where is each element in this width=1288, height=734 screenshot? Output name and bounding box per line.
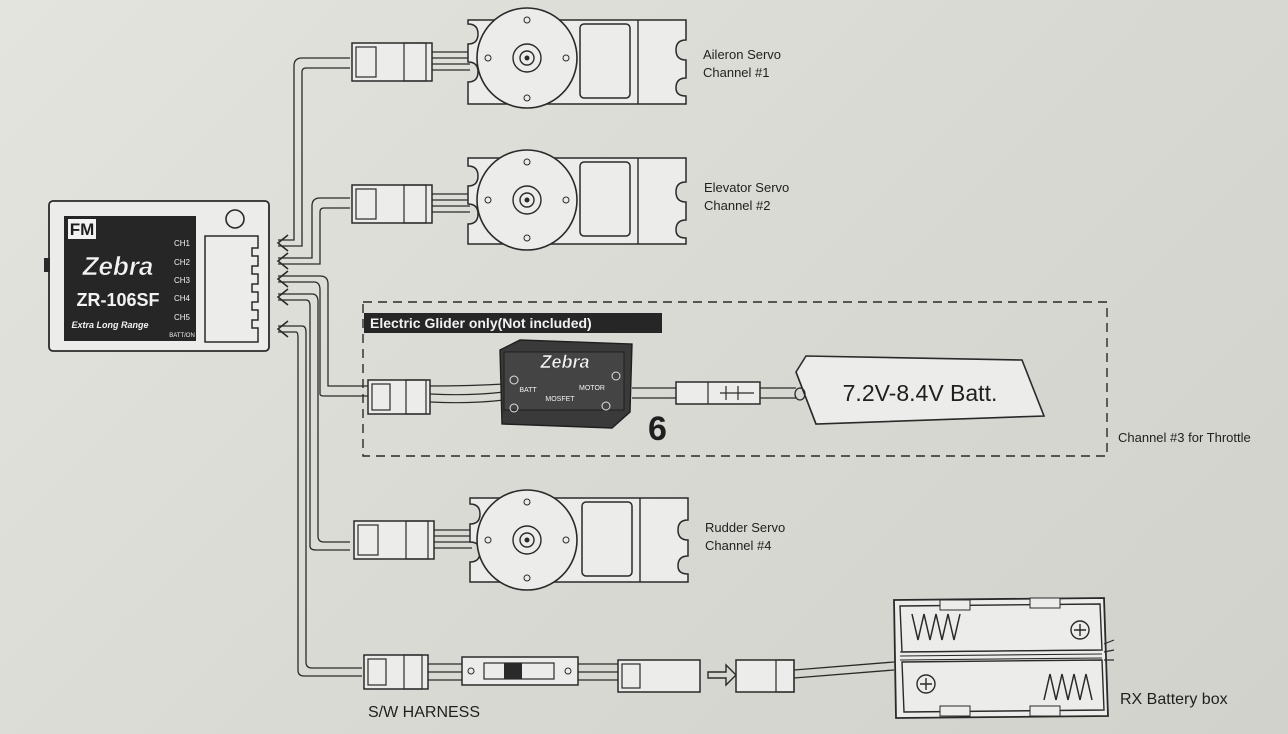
speed-controller: Zebra BATT MOTOR MOSFET bbox=[499, 339, 633, 429]
battery-connector bbox=[675, 381, 761, 405]
rudder-servo-name: Rudder Servo bbox=[705, 520, 785, 535]
glider-heading: Electric Glider only(Not included) bbox=[370, 315, 592, 331]
rudder-servo-channel: Channel #4 bbox=[705, 538, 772, 553]
harness-label: S/W HARNESS bbox=[368, 704, 480, 721]
battery-voltage-label: 7.2V-8.4V Batt. bbox=[843, 380, 998, 406]
item-number: 6 bbox=[648, 410, 667, 448]
harness-plug bbox=[363, 654, 429, 690]
receiver-led bbox=[225, 209, 245, 229]
esc-label-motor: MOTOR bbox=[579, 385, 605, 392]
channel-tag-3: CH3 bbox=[174, 276, 191, 285]
throttle-channel-label: Channel #3 for Throttle bbox=[1118, 430, 1251, 445]
channel-tag-5: CH5 bbox=[174, 313, 191, 322]
electric-glider-section: Electric Glider only(Not included) Zebra… bbox=[362, 301, 1108, 457]
rx-battery-box: RX Battery box bbox=[735, 597, 1228, 719]
glider-dashed-box bbox=[362, 301, 1108, 457]
fm-badge: FM bbox=[70, 220, 95, 239]
flight-battery: 7.2V-8.4V Batt. bbox=[794, 355, 1046, 425]
channel-tags: CH1 CH2 CH3 CH4 CH5 BATT/ON bbox=[168, 237, 196, 339]
spring-contact-icon bbox=[911, 613, 961, 641]
rudder-servo: Rudder Servo Channel #4 bbox=[353, 489, 785, 591]
esc-brand-logo: Zebra bbox=[539, 352, 589, 372]
elevator-servo-channel: Channel #2 bbox=[704, 198, 771, 213]
aileron-servo: Aileron Servo Channel #1 bbox=[351, 7, 781, 109]
wire-leads bbox=[278, 57, 368, 677]
spring-contact-icon-2 bbox=[1043, 673, 1093, 701]
channel-tag-batt: BATT/ON bbox=[169, 333, 195, 339]
aileron-servo-channel: Channel #1 bbox=[703, 65, 770, 80]
esc-plug bbox=[367, 379, 431, 415]
servo-plug bbox=[351, 42, 433, 82]
aileron-servo-name: Aileron Servo bbox=[703, 47, 781, 62]
servo-plug bbox=[353, 520, 435, 560]
receiver: FM Zebra ZR-106SF Extra Long Range CH1 C… bbox=[44, 200, 270, 352]
receiver-brand-logo: Zebra bbox=[82, 251, 154, 281]
channel-tag-2: CH2 bbox=[174, 258, 191, 267]
receiver-connector-block bbox=[204, 235, 259, 343]
glider-heading-bar bbox=[364, 313, 662, 333]
arrow-heads bbox=[276, 234, 289, 338]
switch-harness: S/W HARNESS bbox=[363, 654, 701, 721]
servo-plug bbox=[351, 184, 433, 224]
channel-tag-1: CH1 bbox=[174, 239, 191, 248]
battery-box-plug bbox=[735, 659, 795, 693]
esc-label-mosfet: MOSFET bbox=[545, 396, 575, 403]
channel-tag-4: CH4 bbox=[174, 294, 191, 303]
positive-terminal-icon bbox=[1070, 620, 1090, 640]
receiver-model: ZR-106SF bbox=[76, 290, 159, 310]
positive-terminal-icon-2 bbox=[916, 674, 936, 694]
connect-arrow-icon bbox=[707, 663, 737, 687]
harness-charge-plug bbox=[617, 659, 701, 693]
receiver-tagline: Extra Long Range bbox=[71, 320, 148, 330]
battery-box-label: RX Battery box bbox=[1120, 691, 1228, 708]
esc-label-batt: BATT bbox=[519, 387, 537, 394]
elevator-servo-name: Elevator Servo bbox=[704, 180, 789, 195]
elevator-servo: Elevator Servo Channel #2 bbox=[351, 149, 789, 251]
